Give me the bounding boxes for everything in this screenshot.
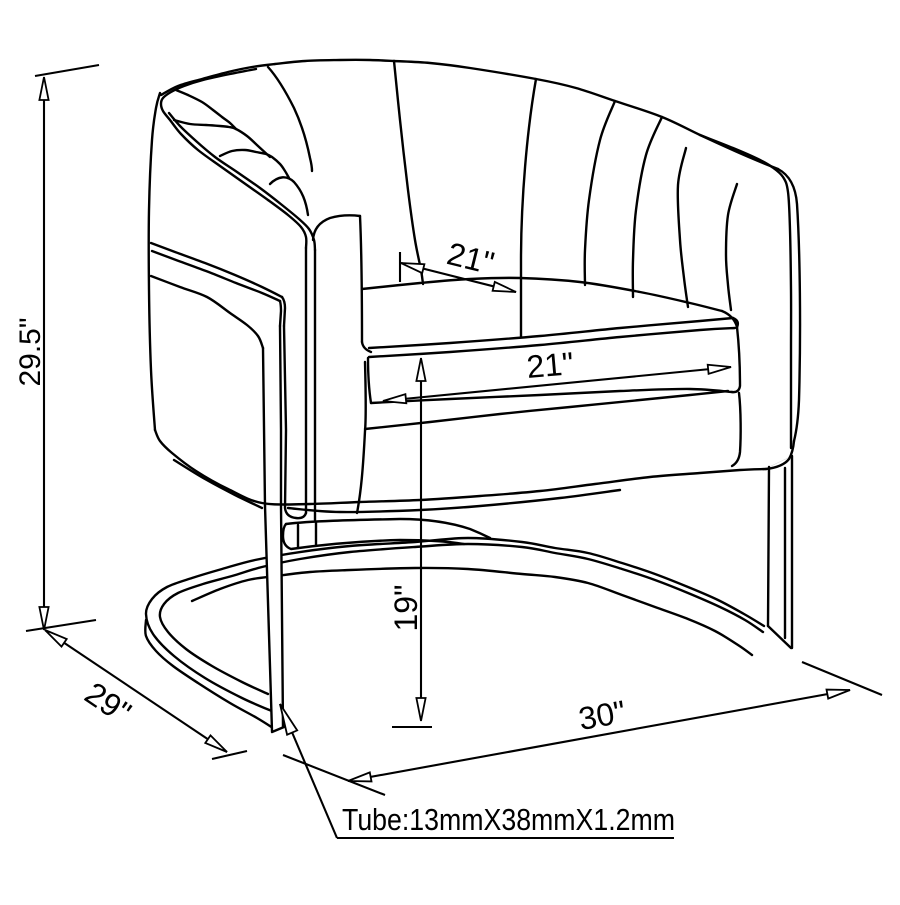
svg-text:21": 21" <box>525 345 575 385</box>
svg-text:29.5": 29.5" <box>14 317 47 386</box>
svg-text:19": 19" <box>388 585 424 632</box>
svg-text:30": 30" <box>576 693 628 737</box>
svg-text:Tube:13mmX38mmX1.2mm: Tube:13mmX38mmX1.2mm <box>342 802 675 837</box>
